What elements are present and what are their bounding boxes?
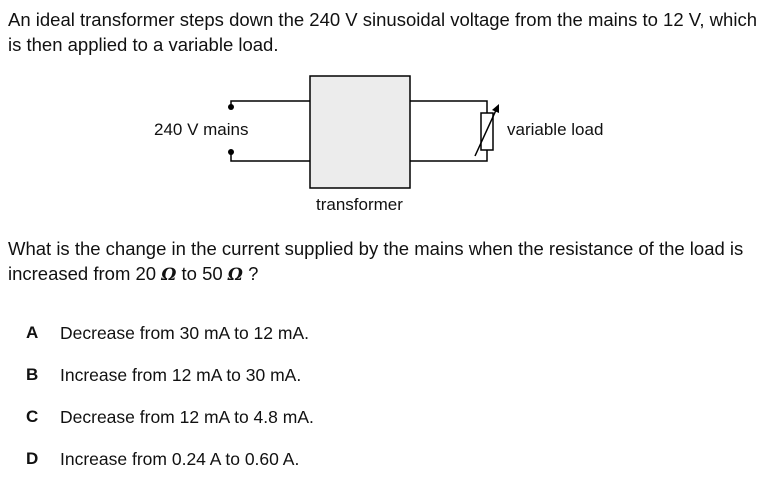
question-part-2: to 50 (176, 263, 228, 284)
option-letter: B (26, 365, 39, 384)
resistor-arrow-head (492, 104, 499, 113)
option-c[interactable]: C Decrease from 12 mA to 4.8 mA. (0, 402, 500, 432)
option-text: Decrease from 30 mA to 12 mA. (60, 323, 309, 343)
load-label: variable load (507, 120, 604, 139)
transformer-diagram: 240 V mains variable load transformer (0, 68, 778, 220)
option-letter: A (26, 323, 39, 342)
primary-bottom-wire (230, 152, 310, 162)
mains-label: 240 V mains (154, 120, 249, 139)
option-text: Decrease from 12 mA to 4.8 mA. (60, 407, 314, 427)
option-d[interactable]: D Increase from 0.24 A to 0.60 A. (0, 444, 500, 474)
option-b[interactable]: B Increase from 12 mA to 30 mA. (0, 360, 500, 390)
question-part-1: What is the change in the current suppli… (8, 238, 744, 284)
transformer-label: transformer (316, 195, 403, 214)
secondary-bottom-wire (410, 150, 488, 162)
ohm-symbol: Ω (227, 265, 243, 285)
circuit-svg (228, 75, 499, 189)
secondary-top-wire (410, 100, 488, 113)
mains-terminal-top (228, 104, 234, 110)
question-part-3: ? (242, 263, 259, 284)
option-text: Increase from 0.24 A to 0.60 A. (60, 449, 300, 469)
transformer-box (309, 75, 411, 189)
option-text: Increase from 12 mA to 30 mA. (60, 365, 302, 385)
primary-top-wire (230, 100, 310, 107)
resistor-arrow-line (474, 107, 498, 157)
ohm-symbol: Ω (161, 265, 177, 285)
option-letter: C (26, 407, 39, 426)
question-text: What is the change in the current suppli… (8, 236, 774, 288)
intro-text: An ideal transformer steps down the 240 … (8, 9, 757, 55)
mains-terminal-bottom (228, 149, 234, 155)
option-a[interactable]: A Decrease from 30 mA to 12 mA. (0, 318, 500, 348)
option-letter: D (26, 449, 39, 468)
